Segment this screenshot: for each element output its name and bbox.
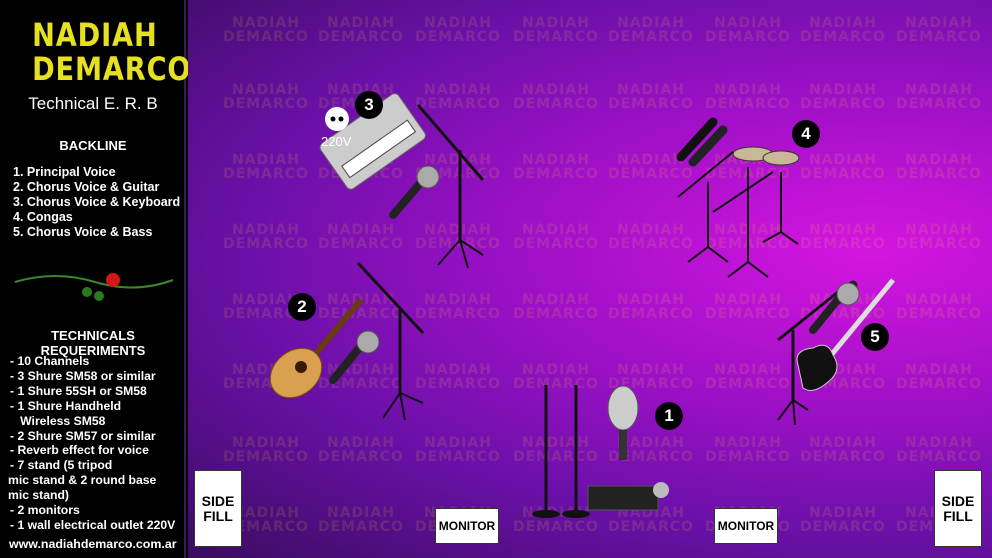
requirements-title: TECHNICALS REQUERIMENTS — [40, 328, 146, 358]
list-item: 1. Principal Voice — [13, 165, 116, 179]
congas-icon — [676, 117, 800, 278]
list-item: - 2 Shure SM57 or similar — [10, 428, 156, 443]
list-item: mic stand) — [8, 488, 69, 503]
list-item: - 2 monitors — [10, 503, 80, 518]
monitor-right: MONITOR — [714, 508, 778, 544]
monitor-left: MONITOR — [435, 508, 499, 544]
badge-1: 1 — [655, 402, 683, 430]
microphone-icon — [809, 282, 860, 334]
list-item: 5. Chorus Voice & Bass — [13, 225, 153, 239]
list-item: mic stand & 2 round base — [8, 473, 157, 488]
list-item: 2. Chorus Voice & Guitar — [13, 180, 160, 194]
list-item: 3. Chorus Voice & Keyboard — [13, 195, 181, 209]
list-item: - 10 Channels — [10, 354, 90, 368]
list-item: - Reverb effect for voice — [10, 443, 149, 458]
list-item: - 1 Shure Handheld — [10, 398, 122, 413]
backline-title: BACKLINE — [59, 138, 127, 153]
logo: NADIAH DEMARCO — [22, 16, 192, 88]
microphone-icon — [389, 165, 440, 219]
vintage-microphone-icon — [607, 385, 639, 460]
acoustic-guitar-icon — [269, 298, 364, 399]
badge-2: 2 — [288, 293, 316, 321]
logo-line1: NADIAH — [32, 16, 158, 54]
badge-3: 3 — [355, 91, 383, 119]
power-outlet-icon — [325, 107, 349, 131]
list-item: - 1 wall electrical outlet 220V — [10, 517, 176, 532]
list-item: - 1 Shure 55SH or SM58 — [10, 383, 147, 398]
requirements-list: - 10 Channels - 3 Shure SM58 or similar … — [8, 354, 176, 533]
logo-line2: DEMARCO — [32, 50, 192, 88]
keyboard-icon — [319, 93, 426, 190]
sidebar: NADIAH DEMARCO Technical E. R. B BACKLIN… — [0, 0, 192, 558]
mic-stand-icon — [356, 261, 425, 421]
list-item: 4. Congas — [13, 210, 73, 224]
list-item: - 7 stand (5 tripod — [10, 458, 113, 473]
website-link[interactable]: www.nadiahdemarco.com.ar — [9, 537, 177, 551]
backline-list: 1. Principal Voice 2. Chorus Voice & Gui… — [13, 165, 180, 240]
badge-4: 4 — [792, 120, 820, 148]
microphone-icon — [329, 330, 380, 384]
round-base-mic-stands-icon — [532, 385, 590, 518]
subtitle: Technical E. R. B — [28, 94, 158, 113]
badge-5: 5 — [861, 323, 889, 351]
list-item: Wireless SM58 — [10, 413, 106, 428]
side-fill-left: SIDE FILL — [194, 470, 242, 547]
outlet-label: 220V — [321, 134, 352, 149]
list-item: - 3 Shure SM58 or similar — [10, 368, 156, 383]
mic-stand-icon — [416, 104, 485, 269]
side-fill-right: SIDE FILL — [934, 470, 982, 547]
wireless-receiver-icon — [587, 482, 669, 511]
rose-vine-ornament — [14, 273, 174, 301]
